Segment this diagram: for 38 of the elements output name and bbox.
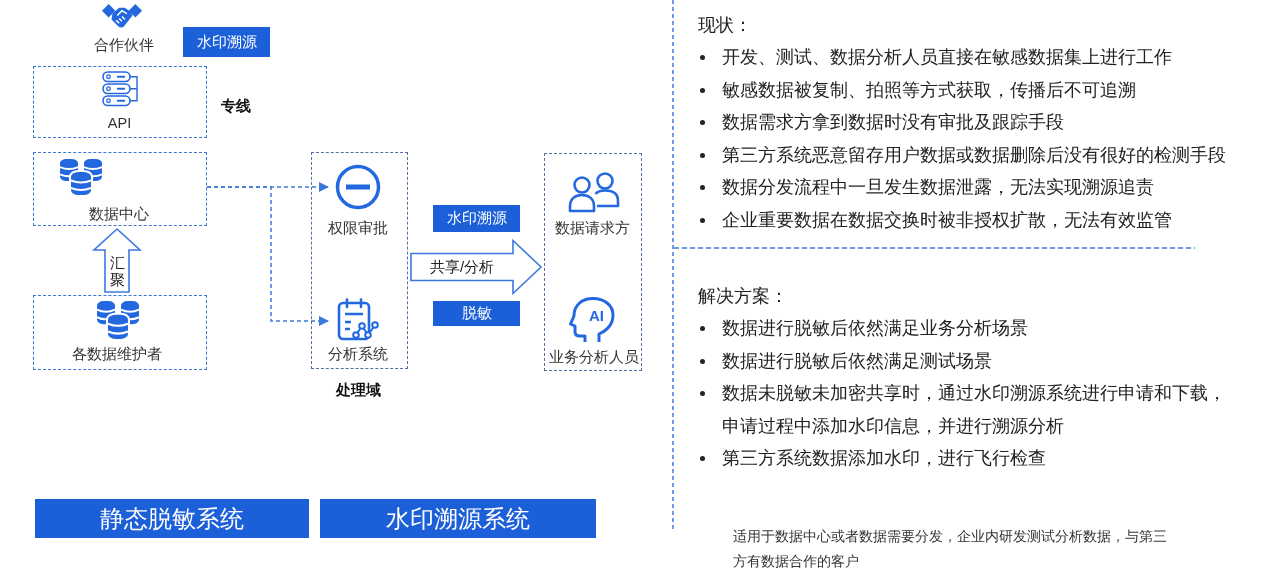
dashed-panel	[33, 152, 207, 226]
list-item-text: 数据进行脱敏后依然满足测试场景	[722, 349, 992, 373]
caption-text: 合作伙伴	[94, 36, 154, 54]
tag-label: 水印溯源	[433, 205, 520, 232]
dashed-panel	[33, 295, 207, 370]
list-item-text: 第三方系统数据添加水印，进行飞行检查	[722, 447, 1046, 470]
line-label: 专线	[221, 97, 251, 115]
system-banner: 静态脱敏系统	[35, 499, 309, 538]
note-text: 适用于数据中心或者数据需要分发，企业内研发测试分析数据，与第三方有数据合作的客户	[733, 527, 1168, 571]
panel-heading: 处理域	[336, 380, 381, 399]
node-label: API	[107, 113, 132, 132]
node-label: 数据请求方	[555, 218, 630, 237]
node-label: 业务分析人员	[548, 347, 639, 366]
list-item-text: 数据进行脱敏后依然满足业务分析场景	[722, 317, 1028, 340]
node-label: 分析系统	[327, 344, 388, 363]
node-label: 数据中心	[88, 204, 149, 223]
list-item-text: 第三方系统恶意留存用户数据或数据删除后没有很好的检测手段	[722, 143, 1226, 167]
node-label: 各数据维护者	[71, 344, 162, 363]
block-arrow	[91, 227, 143, 293]
block-arrow	[410, 238, 543, 296]
dashed-panel	[33, 66, 207, 138]
list-item-text: 数据分发流程中一旦发生数据泄露，无法实现溯源追责	[722, 176, 1154, 199]
edge-label: 共享/分析	[429, 258, 495, 276]
icon-text: AI	[589, 306, 604, 325]
edge-label: 汇聚	[109, 254, 125, 288]
list-item-text: 数据需求方拿到数据时没有审批及跟踪手段	[722, 111, 1064, 134]
tag-label: 脱敏	[433, 301, 520, 326]
node-label: 权限审批	[327, 218, 388, 237]
dashed-panel	[544, 153, 642, 371]
connector-arrow	[206, 186, 329, 326]
section-heading: 解决方案：	[698, 285, 788, 308]
list-item-text: 开发、测试、数据分析人员直接在敏感数据集上进行工作	[722, 46, 1172, 69]
list-item-text: 企业重要数据在数据交换时被非授权扩散，无法有效监管	[722, 208, 1172, 232]
system-banner: 水印溯源系统	[320, 499, 596, 538]
list-item-text: 敏感数据被复制、拍照等方式获取，传播后不可追溯	[722, 78, 1136, 102]
tag-label: 水印溯源	[183, 27, 270, 57]
section-heading: 现状：	[698, 14, 752, 37]
list-item-text: 数据未脱敏未加密共享时，通过水印溯源系统进行申请和下载，申请过程中添加水印信息，并进行溯源分析	[722, 382, 1227, 438]
